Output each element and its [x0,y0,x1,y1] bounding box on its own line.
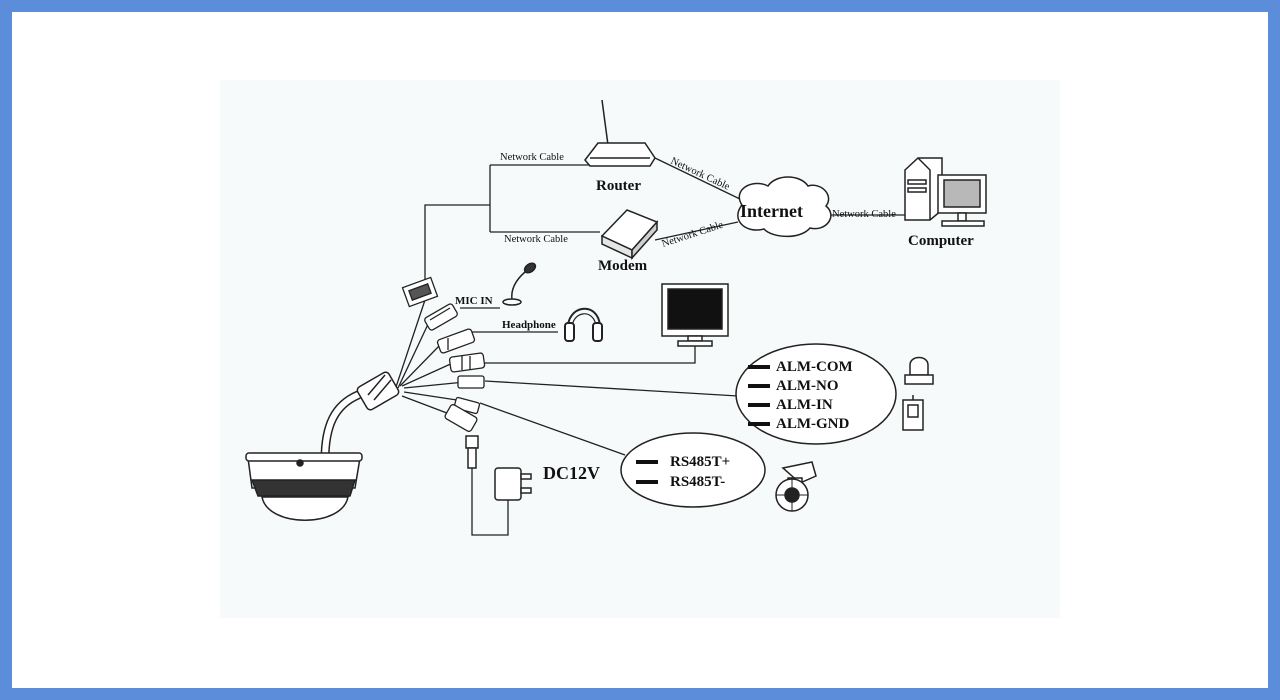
rj45-connector [401,276,439,308]
audio-out-connector [436,328,476,354]
rs485-terminal-bars [636,460,658,484]
computer-label: Computer [908,233,974,249]
power-lead [471,468,509,536]
modem-label: Modem [598,258,648,274]
dc-plug-icon [465,435,479,469]
alm-gnd-label: ALM-GND [776,416,849,432]
rs485-plus-label: RS485T+ [670,454,730,470]
video-connector [448,352,486,373]
monitor-lead [483,345,696,364]
alarm-connector [457,375,485,389]
alm-no-label: ALM-NO [776,378,839,394]
alm-com-label: ALM-COM [776,359,853,375]
network-cable-label-computer: Network Cable [832,209,896,220]
network-cable-label-modem-internet: Network Cable [661,220,725,250]
internet-label: Internet [740,201,803,221]
headphone-label: Headphone [502,319,556,331]
monitor-icon [661,283,729,347]
modem-icon [600,209,659,260]
dc12v-label: DC12V [543,463,600,483]
alarm-siren-icon [904,356,934,385]
network-cable-label-modem: Network Cable [504,234,568,245]
alarm-terminal-ellipse [735,343,897,445]
mic-connector [424,303,458,331]
rs485-minus-label: RS485T- [670,474,725,490]
alm-in-label: ALM-IN [776,397,833,413]
cable-modem-internet [654,221,739,241]
alarm-terminal-bars [748,365,770,426]
mic-in-label: MIC IN [455,295,493,307]
router-icon [584,99,656,167]
rs485-lead [479,402,626,456]
cable-router-internet [654,157,743,201]
power-connector [444,404,478,432]
computer-icon [904,157,987,227]
network-cable-label-router-internet: Network Cable [669,156,732,193]
alarm-lead [484,380,739,397]
rs485-terminal-ellipse [620,432,766,508]
power-adapter-icon [494,467,532,501]
cable-harness [394,276,486,432]
router-label: Router [596,178,641,194]
dome-camera-icon [245,371,400,521]
trunk-cable [424,204,490,283]
internet-cloud-icon [737,176,832,238]
microphone-icon [502,262,537,306]
alarm-sensor-icon [902,395,924,431]
headphone-icon [564,307,603,342]
ptz-camera-icon [775,461,817,512]
network-cable-label-router: Network Cable [500,152,564,163]
cable-gland [356,371,400,411]
